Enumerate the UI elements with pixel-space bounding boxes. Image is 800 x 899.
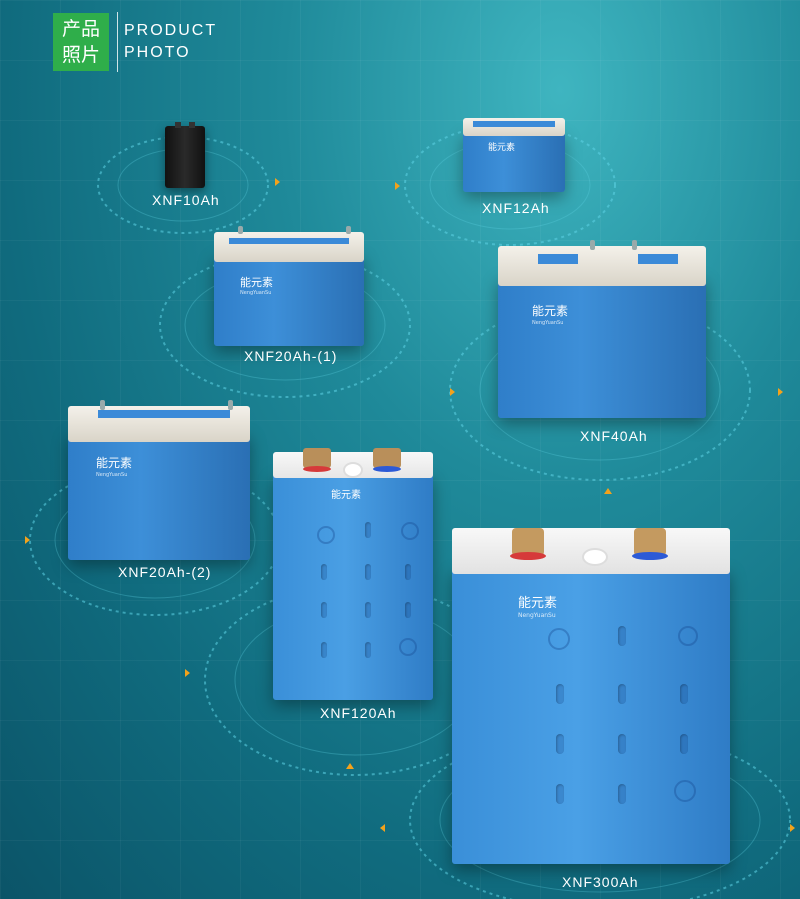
badge-line-2: 照片 bbox=[61, 44, 100, 66]
battery-xnf120ah: 能元素 bbox=[273, 448, 433, 700]
brand-logo: 能元素 bbox=[518, 596, 558, 611]
header-title-line-1: PRODUCT bbox=[124, 22, 218, 39]
badge-line-1: 产品 bbox=[61, 18, 100, 40]
header-title-line-2: PHOTO bbox=[124, 44, 191, 61]
battery-xnf300ah: 能元素 NengYuanSu bbox=[452, 528, 730, 864]
battery-xnf12ah: 能元素 bbox=[463, 118, 565, 192]
battery-xnf20ah-1: 能元素 NengYuanSu bbox=[214, 226, 364, 346]
label-xnf120ah: XNF120Ah bbox=[320, 705, 397, 721]
battery-xnf40ah: 能元素 NengYuanSu bbox=[498, 240, 706, 418]
product-photo-badge: 产品 照片 bbox=[53, 13, 109, 71]
brand-logo: 能元素 bbox=[532, 304, 569, 318]
label-xnf300ah: XNF300Ah bbox=[562, 874, 639, 890]
brand-logo: 能元素 bbox=[331, 490, 361, 501]
battery-xnf10ah bbox=[165, 122, 205, 188]
label-xnf10ah: XNF10Ah bbox=[152, 192, 220, 208]
battery-xnf20ah-2: 能元素 NengYuanSu bbox=[68, 400, 250, 560]
header-title: PRODUCT PHOTO bbox=[124, 20, 217, 64]
header-divider bbox=[117, 12, 118, 72]
label-xnf40ah: XNF40Ah bbox=[580, 428, 648, 444]
brand-logo: 能元素 bbox=[488, 143, 516, 153]
brand-logo: 能元素 bbox=[96, 456, 133, 470]
brand-logo: 能元素 bbox=[240, 276, 273, 289]
label-xnf12ah: XNF12Ah bbox=[482, 200, 550, 216]
label-xnf20ah-1: XNF20Ah-(1) bbox=[244, 348, 338, 364]
label-xnf20ah-2: XNF20Ah-(2) bbox=[118, 564, 212, 580]
section-header: 产品 照片 PRODUCT PHOTO bbox=[53, 12, 217, 72]
